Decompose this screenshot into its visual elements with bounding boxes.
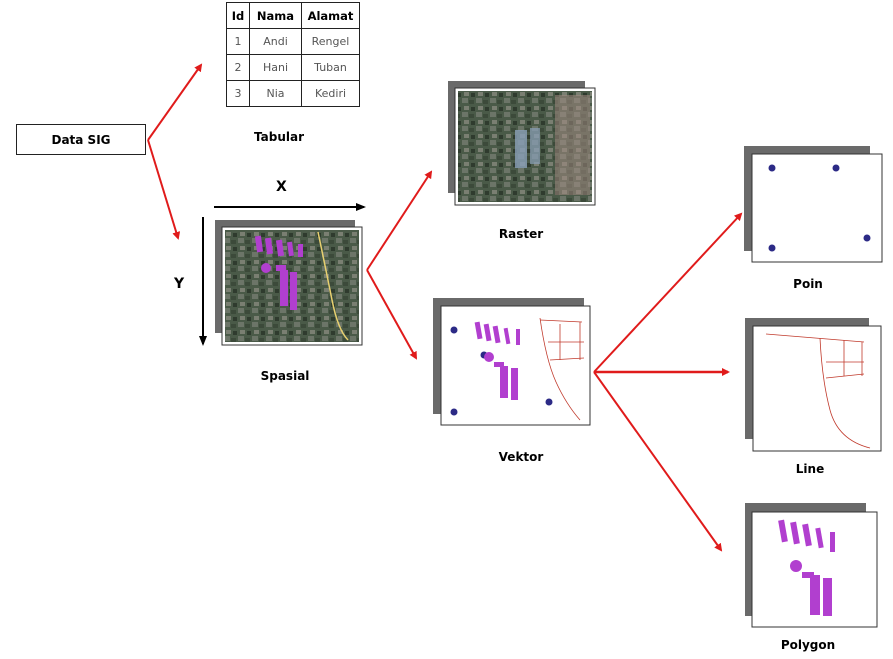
raster-caption: Raster	[498, 227, 544, 241]
line-caption: Line	[795, 462, 825, 476]
table-cell: Rengel	[301, 28, 360, 55]
poin-caption: Poin	[793, 277, 823, 291]
arrow-to-polygon	[593, 371, 723, 552]
table-cell: Nia	[249, 80, 302, 107]
line-roads	[765, 333, 871, 449]
arrow-to-spasial	[147, 139, 181, 240]
table-row: 1 Andi Rengel	[226, 28, 360, 55]
spasial-image	[215, 220, 363, 346]
tabular-table: Id Nama Alamat 1 Andi Rengel 2 Hani Tuba…	[226, 2, 360, 107]
poin-image	[744, 146, 883, 263]
polygon-caption: Polygon	[780, 638, 836, 652]
x-axis-label: X	[276, 179, 287, 195]
connector-arrows	[147, 63, 743, 552]
data-sig-node: Data SIG	[16, 124, 146, 155]
arrow-to-poin	[593, 212, 743, 373]
polygon-image	[745, 503, 878, 628]
table-header-row: Id Nama Alamat	[226, 2, 360, 29]
tabular-caption: Tabular	[254, 130, 304, 144]
table-cell: 2	[226, 54, 250, 81]
table-cell: 3	[226, 80, 250, 107]
arrow-to-tabular	[147, 63, 203, 141]
table-cell: Tuban	[301, 54, 360, 81]
arrow-to-raster	[366, 170, 433, 271]
data-sig-label: Data SIG	[51, 132, 111, 147]
vektor-lines	[539, 317, 585, 421]
spasial-caption: Spasial	[260, 369, 310, 383]
poin-points	[768, 164, 871, 252]
table-cell: 1	[226, 28, 250, 55]
spasial-polygons-overlay	[254, 235, 303, 310]
arrow-to-vektor	[366, 269, 417, 360]
table-header-cell: Alamat	[301, 2, 360, 29]
line-image	[745, 318, 882, 452]
table-header-cell: Nama	[249, 2, 302, 29]
vektor-polygons	[474, 321, 520, 400]
spasial-axes	[199, 203, 366, 346]
table-header-cell: Id	[226, 2, 250, 29]
raster-image	[448, 81, 596, 206]
table-row: 2 Hani Tuban	[226, 54, 360, 81]
vektor-image	[433, 298, 591, 426]
table-cell: Hani	[249, 54, 302, 81]
polygon-shapes	[778, 519, 835, 616]
table-cell: Andi	[249, 28, 302, 55]
vektor-caption: Vektor	[498, 450, 544, 464]
y-axis-label: Y	[174, 276, 185, 292]
table-cell: Kediri	[301, 80, 360, 107]
table-row: 3 Nia Kediri	[226, 80, 360, 107]
